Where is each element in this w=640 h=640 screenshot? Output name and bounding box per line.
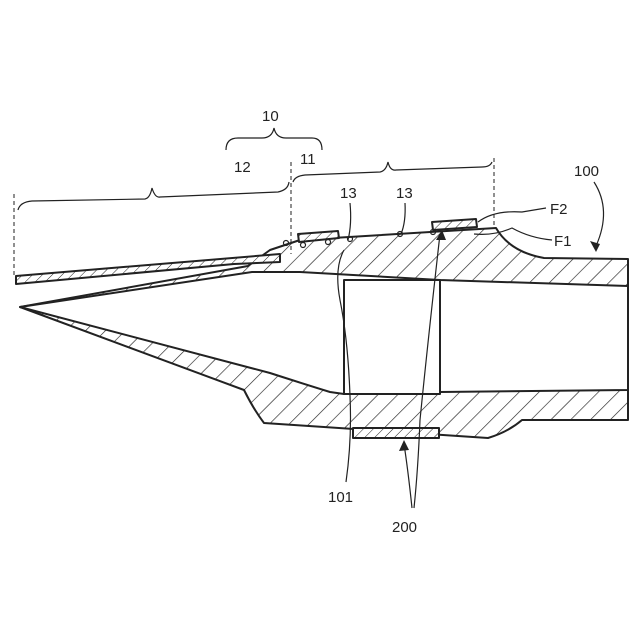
label-10: 10 [262,108,279,125]
label-101: 101 [328,489,353,506]
label-12: 12 [234,159,251,176]
label-f2: F2 [550,201,568,218]
label-13-a: 13 [340,185,357,202]
leader-13-b [401,203,405,234]
label-f1: F1 [554,233,572,250]
arrowhead-200-bottom [399,440,409,451]
throat-section [344,280,440,394]
leader-200-bottom [404,444,412,508]
label-11: 11 [300,151,316,168]
label-100: 100 [574,163,599,180]
ligature-pad-rear [432,219,477,230]
brace-11 [293,162,492,182]
leader-13-a [348,203,351,240]
leader-f2 [478,208,546,222]
brace-10 [226,128,322,150]
label-200: 200 [392,519,417,536]
brace-12 [18,182,289,210]
leader-100 [594,182,604,246]
ligature-pad-bottom [353,428,439,438]
arrowhead-100 [590,241,600,252]
label-13-b: 13 [396,185,413,202]
